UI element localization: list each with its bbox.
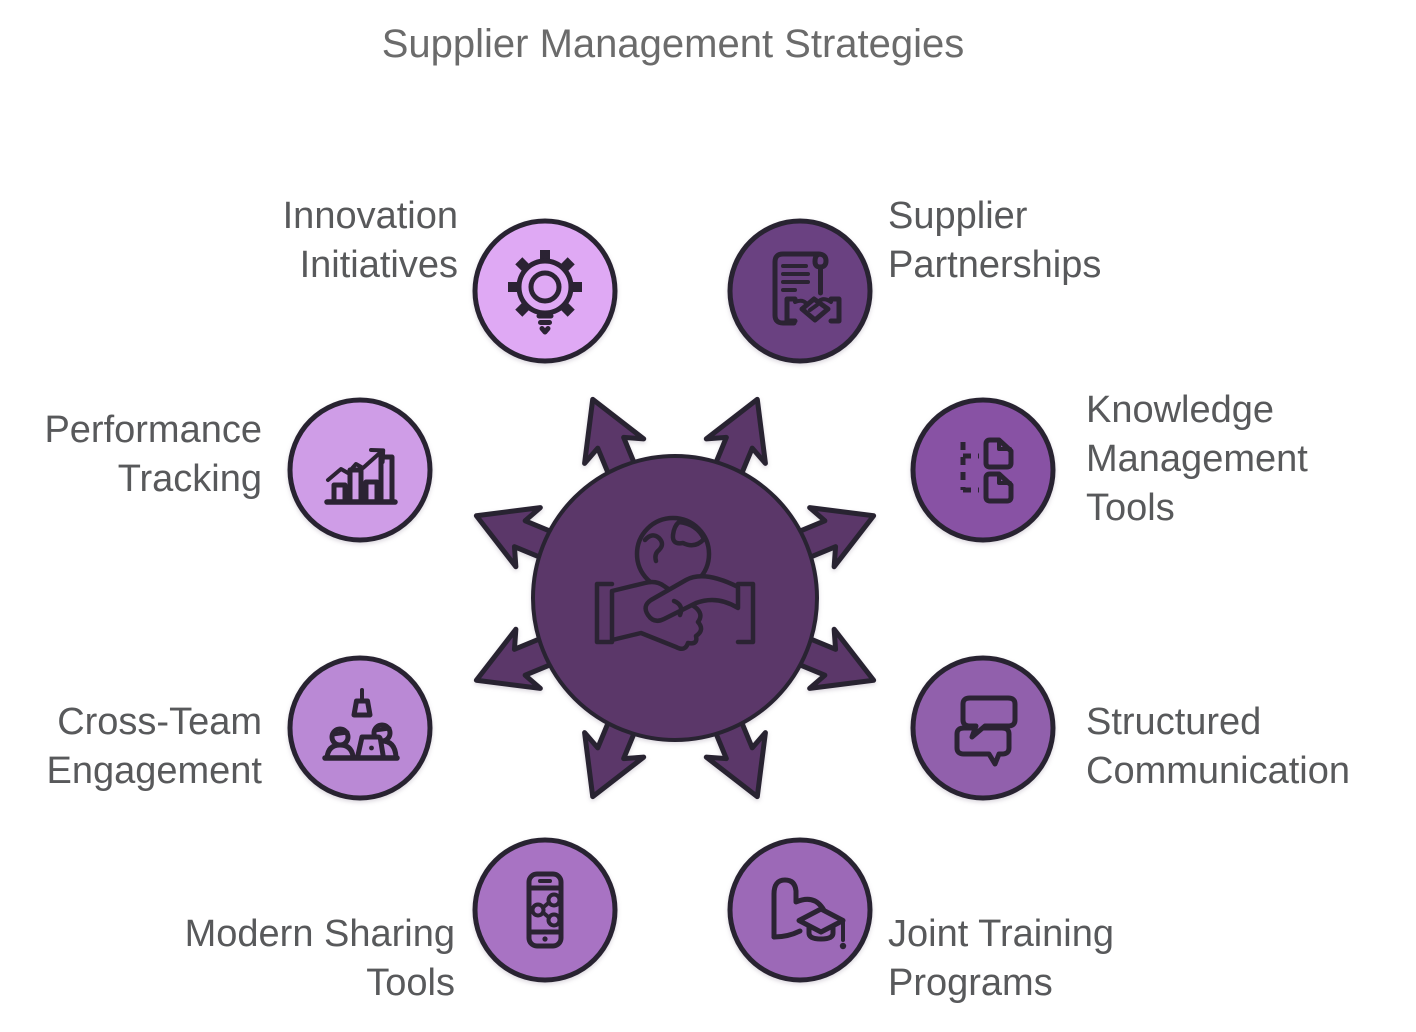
- globe-handshake-icon: [594, 515, 756, 652]
- node-performance-tracking: [285, 395, 435, 545]
- label-joint-training-programs: Joint Training Programs: [888, 913, 1115, 1004]
- node-modern-sharing-tools: [470, 835, 620, 985]
- node-cross-team-engagement: [285, 653, 435, 803]
- strength-graduation-icon: [771, 877, 847, 950]
- label-knowledge-management-tools: Knowledge Management Tools: [1086, 389, 1308, 529]
- team-desk-icon: [322, 688, 400, 761]
- label-innovation-initiatives: Innovation Initiatives: [282, 195, 458, 286]
- label-performance-tracking: Performance Tracking: [44, 409, 262, 500]
- node-joint-training-programs: [725, 835, 875, 985]
- label-supplier-partnerships: Supplier Partnerships: [888, 195, 1102, 286]
- label-cross-team-engagement: Cross-Team Engagement: [46, 701, 263, 792]
- node-circle: [287, 655, 433, 801]
- gear-lightbulb-icon: [508, 250, 582, 335]
- contract-handshake-icon: [772, 251, 842, 326]
- linked-documents-icon: [960, 437, 1014, 504]
- bar-chart-growth-icon: [324, 448, 398, 505]
- page-title: Supplier Management Strategies: [381, 22, 965, 66]
- phone-share-icon: [526, 871, 564, 949]
- chat-bubbles-icon: [954, 695, 1018, 767]
- node-circle: [727, 218, 873, 364]
- label-modern-sharing-tools: Modern Sharing Tools: [184, 913, 455, 1004]
- node-circle: [727, 837, 873, 983]
- node-knowledge-management-tools: [908, 395, 1058, 545]
- node-circle: [910, 397, 1056, 543]
- node-supplier-partnerships: [725, 216, 875, 366]
- label-structured-communication: Structured Communication: [1086, 701, 1350, 792]
- node-structured-communication: [908, 653, 1058, 803]
- node-circle: [472, 218, 618, 364]
- node-innovation-initiatives: [470, 216, 620, 366]
